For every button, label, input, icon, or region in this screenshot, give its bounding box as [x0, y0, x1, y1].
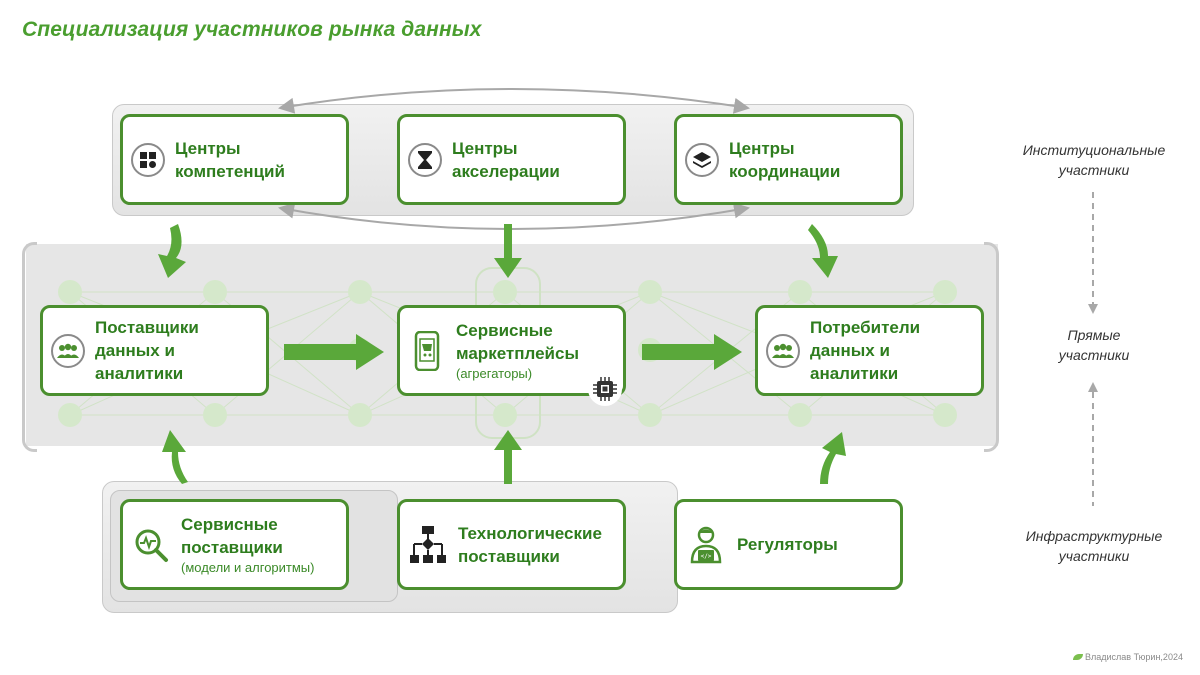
label-line: поставщики: [458, 546, 560, 566]
label-line: Институциональные: [1022, 142, 1166, 158]
label-line: Центры: [452, 138, 518, 158]
analytics-search-icon: [133, 527, 169, 563]
right-bracket: [984, 242, 999, 452]
service-providers-label: Сервисные поставщики (модели и алгоритмы…: [181, 513, 315, 576]
arrow-tech-to-marketplaces: [494, 430, 522, 484]
flowchart-icon: [410, 525, 446, 565]
label-line: Центры: [729, 138, 795, 158]
label-line: Инфраструктурные: [1025, 528, 1163, 544]
label-line: акселерации: [452, 161, 560, 181]
label-line: Поставщики: [95, 318, 199, 337]
green-arrows: [158, 224, 846, 484]
label-line: Регуляторы: [737, 535, 838, 554]
arrow-marketplaces-to-consumers: [642, 334, 742, 370]
left-bracket: [22, 242, 37, 452]
coordination-centers-box: Центры координации: [674, 114, 903, 205]
label-line: координации: [729, 161, 841, 181]
developer-icon: </>: [689, 526, 723, 564]
institutional-participants-label: Институциональные участники: [1004, 140, 1184, 180]
direct-participants-label: Прямые участники: [1004, 325, 1184, 365]
label-line: аналитики: [810, 364, 899, 383]
label-line: участники: [1058, 548, 1130, 564]
label-line: Сервисные: [456, 321, 553, 340]
label-line: Сервисные: [181, 515, 278, 534]
svg-text:</>: </>: [701, 553, 712, 560]
acceleration-centers-box: Центры акселерации: [397, 114, 626, 205]
bottom-arc-arrow: [278, 202, 750, 230]
arrow-acceleration-to-marketplaces: [494, 224, 522, 278]
infrastructure-participants-label: Инфраструктурные участники: [1004, 526, 1184, 566]
leaf-icon: [1073, 654, 1083, 660]
side-arrow-down-head: [1088, 304, 1098, 314]
arrow-regulators-to-consumers: [820, 432, 846, 484]
people-icon: [766, 333, 800, 368]
data-consumers-label: Потребители данных и аналитики: [810, 316, 920, 385]
chip-icon: [588, 372, 622, 406]
tech-providers-label: Технологические поставщики: [458, 522, 602, 568]
layers-icon: [685, 142, 719, 177]
regulators-box: </> Регуляторы: [674, 499, 903, 590]
phone-cart-icon: [414, 330, 440, 371]
label-line: поставщики: [181, 538, 283, 557]
data-suppliers-box: Поставщики данных и аналитики: [40, 305, 269, 396]
service-marketplaces-label: Сервисные маркетплейсы (агрегаторы): [456, 319, 579, 382]
label-line: Технологические: [458, 523, 602, 543]
side-arrow-up-head: [1088, 382, 1098, 392]
arrow-competence-to-suppliers: [158, 224, 186, 278]
label-line: Центры: [175, 138, 241, 158]
label-line: данных и: [810, 341, 890, 360]
competence-centers-box: Центры компетенций: [120, 114, 349, 205]
coordination-centers-label: Центры координации: [729, 137, 840, 183]
label-line: маркетплейсы: [456, 344, 579, 363]
competence-centers-label: Центры компетенций: [175, 137, 285, 183]
credit-text: Владислав Тюрин,2024: [1085, 652, 1183, 662]
label-line: компетенций: [175, 161, 285, 181]
label-line: аналитики: [95, 364, 184, 383]
label-line: данных и: [95, 341, 175, 360]
regulators-label: Регуляторы: [737, 533, 838, 556]
service-marketplaces-box: Сервисные маркетплейсы (агрегаторы): [397, 305, 626, 406]
tech-providers-box: Технологические поставщики: [397, 499, 626, 590]
label-sub: (модели и алгоритмы): [181, 560, 315, 575]
puzzle-icon: [131, 142, 165, 177]
people-icon: [51, 333, 85, 368]
data-suppliers-label: Поставщики данных и аналитики: [95, 316, 199, 385]
acceleration-centers-label: Центры акселерации: [452, 137, 560, 183]
author-credit: Владислав Тюрин,2024: [1073, 652, 1183, 662]
data-consumers-box: Потребители данных и аналитики: [755, 305, 984, 396]
arrow-service-to-suppliers: [162, 430, 188, 484]
top-arc-arrow: [278, 88, 750, 114]
page-title: Специализация участников рынка данных: [22, 18, 482, 41]
hourglass-icon: [408, 142, 442, 177]
label-sub: (агрегаторы): [456, 366, 533, 381]
label-line: Потребители: [810, 318, 921, 337]
label-line: Прямые: [1067, 327, 1121, 343]
arrow-coordination-to-consumers: [808, 224, 838, 278]
label-line: участники: [1058, 162, 1130, 178]
label-line: участники: [1058, 347, 1130, 363]
service-providers-box: Сервисные поставщики (модели и алгоритмы…: [120, 499, 349, 590]
arrow-suppliers-to-marketplaces: [284, 334, 384, 370]
